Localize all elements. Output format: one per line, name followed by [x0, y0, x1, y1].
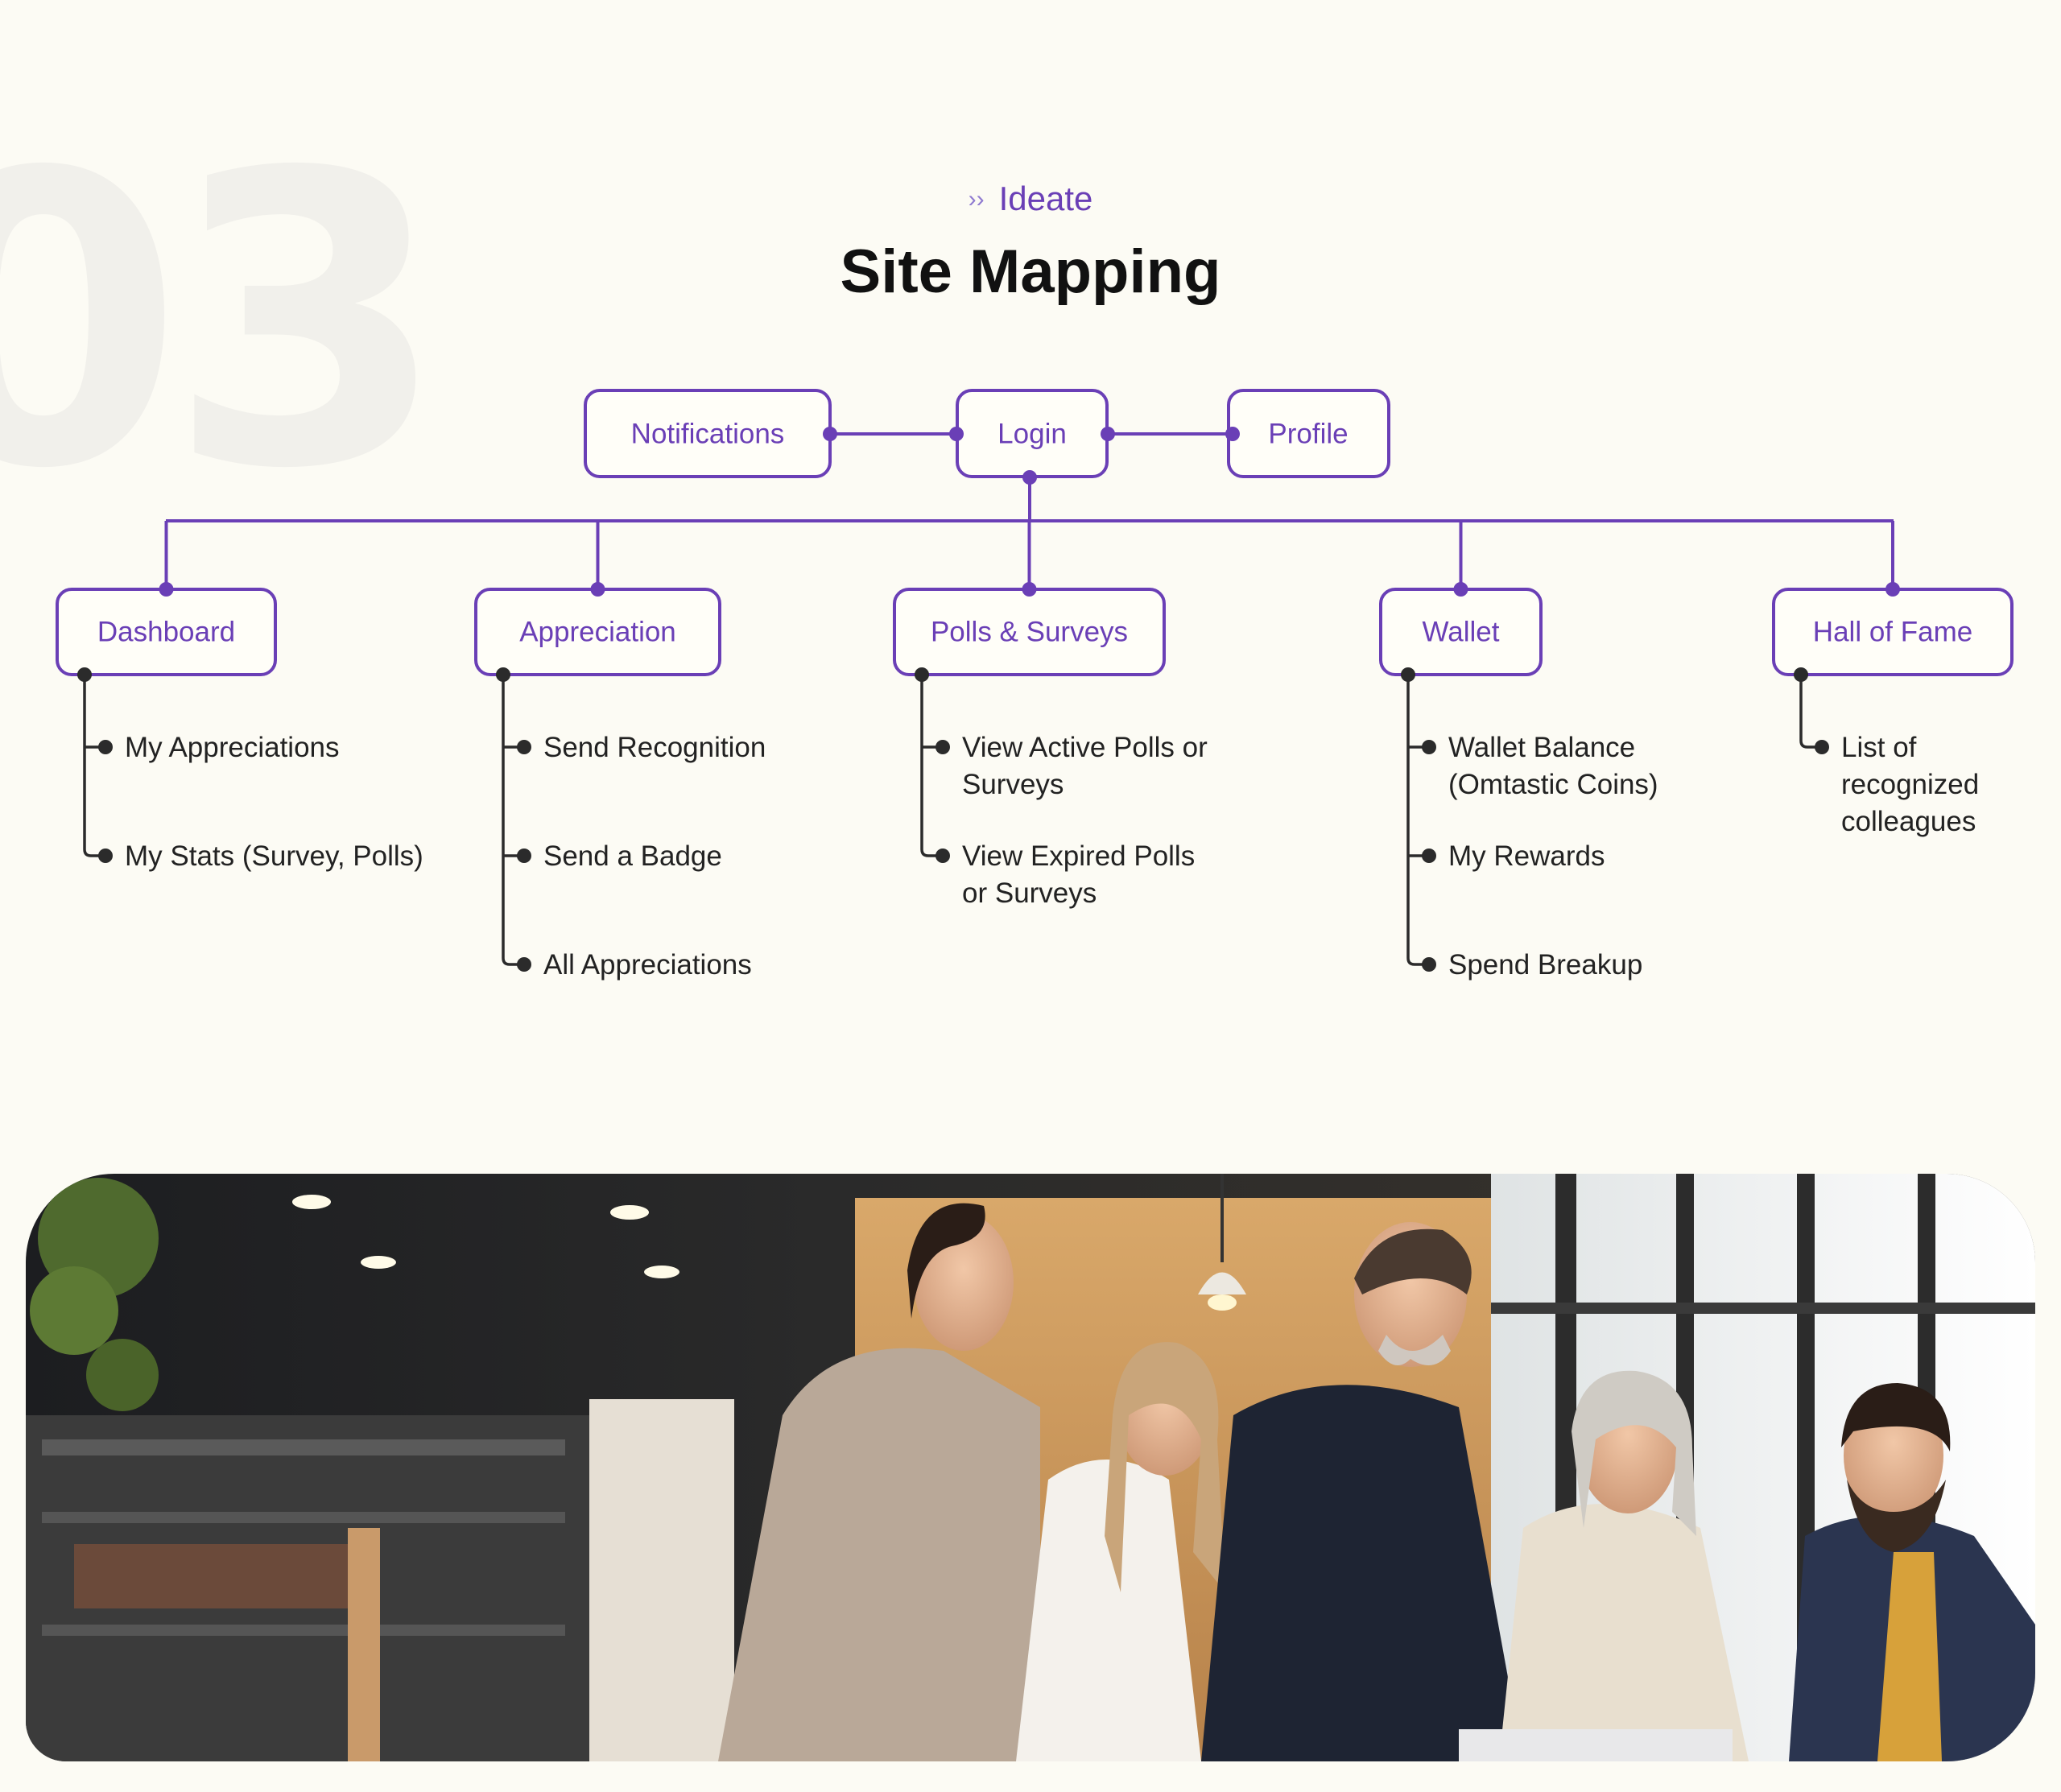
list-bullet: [1422, 849, 1436, 863]
tree-line-polls-surveys: [920, 675, 943, 857]
connector-dot: [1453, 582, 1468, 597]
page-title: Site Mapping: [840, 237, 1221, 306]
node-label-login: Login: [997, 419, 1067, 450]
list-item-wallet[interactable]: Wallet Balance (Omtastic Coins): [1448, 732, 1658, 800]
list-item-line: Send a Badge: [543, 840, 722, 872]
node-hall-of-fame[interactable]: Hall of Fame: [1772, 588, 2014, 676]
tree-root-dot: [1401, 667, 1415, 682]
list-item-wallet[interactable]: Spend Breakup: [1448, 949, 1642, 981]
list-item-dashboard[interactable]: My Stats (Survey, Polls): [125, 840, 423, 872]
list-bullet: [98, 740, 113, 754]
list-item-appreciation[interactable]: Send a Badge: [543, 840, 722, 872]
connector-dot: [949, 427, 964, 441]
connector-dot: [1022, 470, 1037, 485]
list-item-line: My Stats (Survey, Polls): [125, 840, 423, 872]
node-label-profile: Profile: [1268, 419, 1348, 450]
site-map-diagram: Notifications Login Profile Dashboard My …: [56, 389, 2014, 981]
tree-line-dashboard: [83, 675, 105, 857]
node-label-hall-of-fame: Hall of Fame: [1813, 617, 1972, 648]
list-item-line: All Appreciations: [543, 949, 752, 981]
tree-root-dot: [496, 667, 510, 682]
node-label-notifications: Notifications: [631, 419, 785, 450]
tree-root-dot: [77, 667, 92, 682]
list-bullet: [936, 849, 950, 863]
node-dashboard[interactable]: Dashboard: [56, 588, 277, 676]
list-item-hall-of-fame[interactable]: List of recognized colleagues: [1841, 732, 1979, 837]
list-item-line: View Active Polls or: [962, 732, 1208, 763]
list-bullet: [517, 957, 531, 972]
list-item-line: My Rewards: [1448, 840, 1605, 872]
node-polls-surveys[interactable]: Polls & Surveys: [893, 588, 1166, 676]
node-label-polls-surveys: Polls & Surveys: [931, 617, 1128, 648]
node-appreciation[interactable]: Appreciation: [474, 588, 721, 676]
list-bullet: [1815, 740, 1829, 754]
list-item-polls-surveys[interactable]: View Expired Polls or Surveys: [962, 840, 1195, 909]
double-chevron-right-icon: ››: [968, 186, 985, 213]
team-photo: [26, 1174, 2035, 1761]
list-item-line: Spend Breakup: [1448, 949, 1642, 981]
list-bullet: [98, 849, 113, 863]
list-item-polls-surveys[interactable]: View Active Polls or Surveys: [962, 732, 1208, 800]
connector-dot: [1101, 427, 1115, 441]
list-item-line: Wallet Balance: [1448, 732, 1635, 763]
background-section-number: 03: [0, 88, 448, 556]
list-bullet: [517, 849, 531, 863]
node-notifications[interactable]: Notifications: [584, 389, 832, 478]
eyebrow-label: Ideate: [998, 180, 1093, 217]
list-item-line: (Omtastic Coins): [1448, 769, 1658, 800]
node-profile[interactable]: Profile: [1227, 389, 1390, 478]
list-item-line: List of: [1841, 732, 1917, 763]
connector-dot: [1022, 582, 1037, 597]
node-label-dashboard: Dashboard: [97, 617, 235, 648]
list-item-line: colleagues: [1841, 806, 1976, 837]
list-item-line: or Surveys: [962, 877, 1097, 909]
tree-line-appreciation: [502, 675, 524, 966]
list-item-appreciation[interactable]: Send Recognition: [543, 732, 766, 763]
list-item-line: recognized: [1841, 769, 1979, 800]
list-item-line: View Expired Polls: [962, 840, 1195, 872]
list-item-appreciation[interactable]: All Appreciations: [543, 949, 752, 981]
list-bullet: [517, 740, 531, 754]
list-bullet: [1422, 740, 1436, 754]
list-item-line: My Appreciations: [125, 732, 340, 763]
section-eyebrow: ›› Ideate: [0, 182, 2061, 216]
tree-root-dot: [915, 667, 929, 682]
list-item-line: Surveys: [962, 769, 1064, 800]
connector-dot: [823, 427, 837, 441]
list-item-dashboard[interactable]: My Appreciations: [125, 732, 340, 763]
connector-dot: [1885, 582, 1900, 597]
node-login[interactable]: Login: [956, 389, 1109, 478]
node-label-appreciation: Appreciation: [519, 617, 676, 648]
connector-dot: [590, 582, 605, 597]
tree-line-hall-of-fame: [1799, 675, 1822, 749]
list-item-line: Send Recognition: [543, 732, 766, 763]
list-bullet: [936, 740, 950, 754]
tree-line-wallet: [1406, 675, 1429, 966]
node-label-wallet: Wallet: [1423, 617, 1500, 648]
connector-dot: [159, 582, 174, 597]
list-bullet: [1422, 957, 1436, 972]
connector-dot: [1225, 427, 1240, 441]
tree-root-dot: [1794, 667, 1808, 682]
node-wallet[interactable]: Wallet: [1379, 588, 1543, 676]
list-item-wallet[interactable]: My Rewards: [1448, 840, 1605, 872]
